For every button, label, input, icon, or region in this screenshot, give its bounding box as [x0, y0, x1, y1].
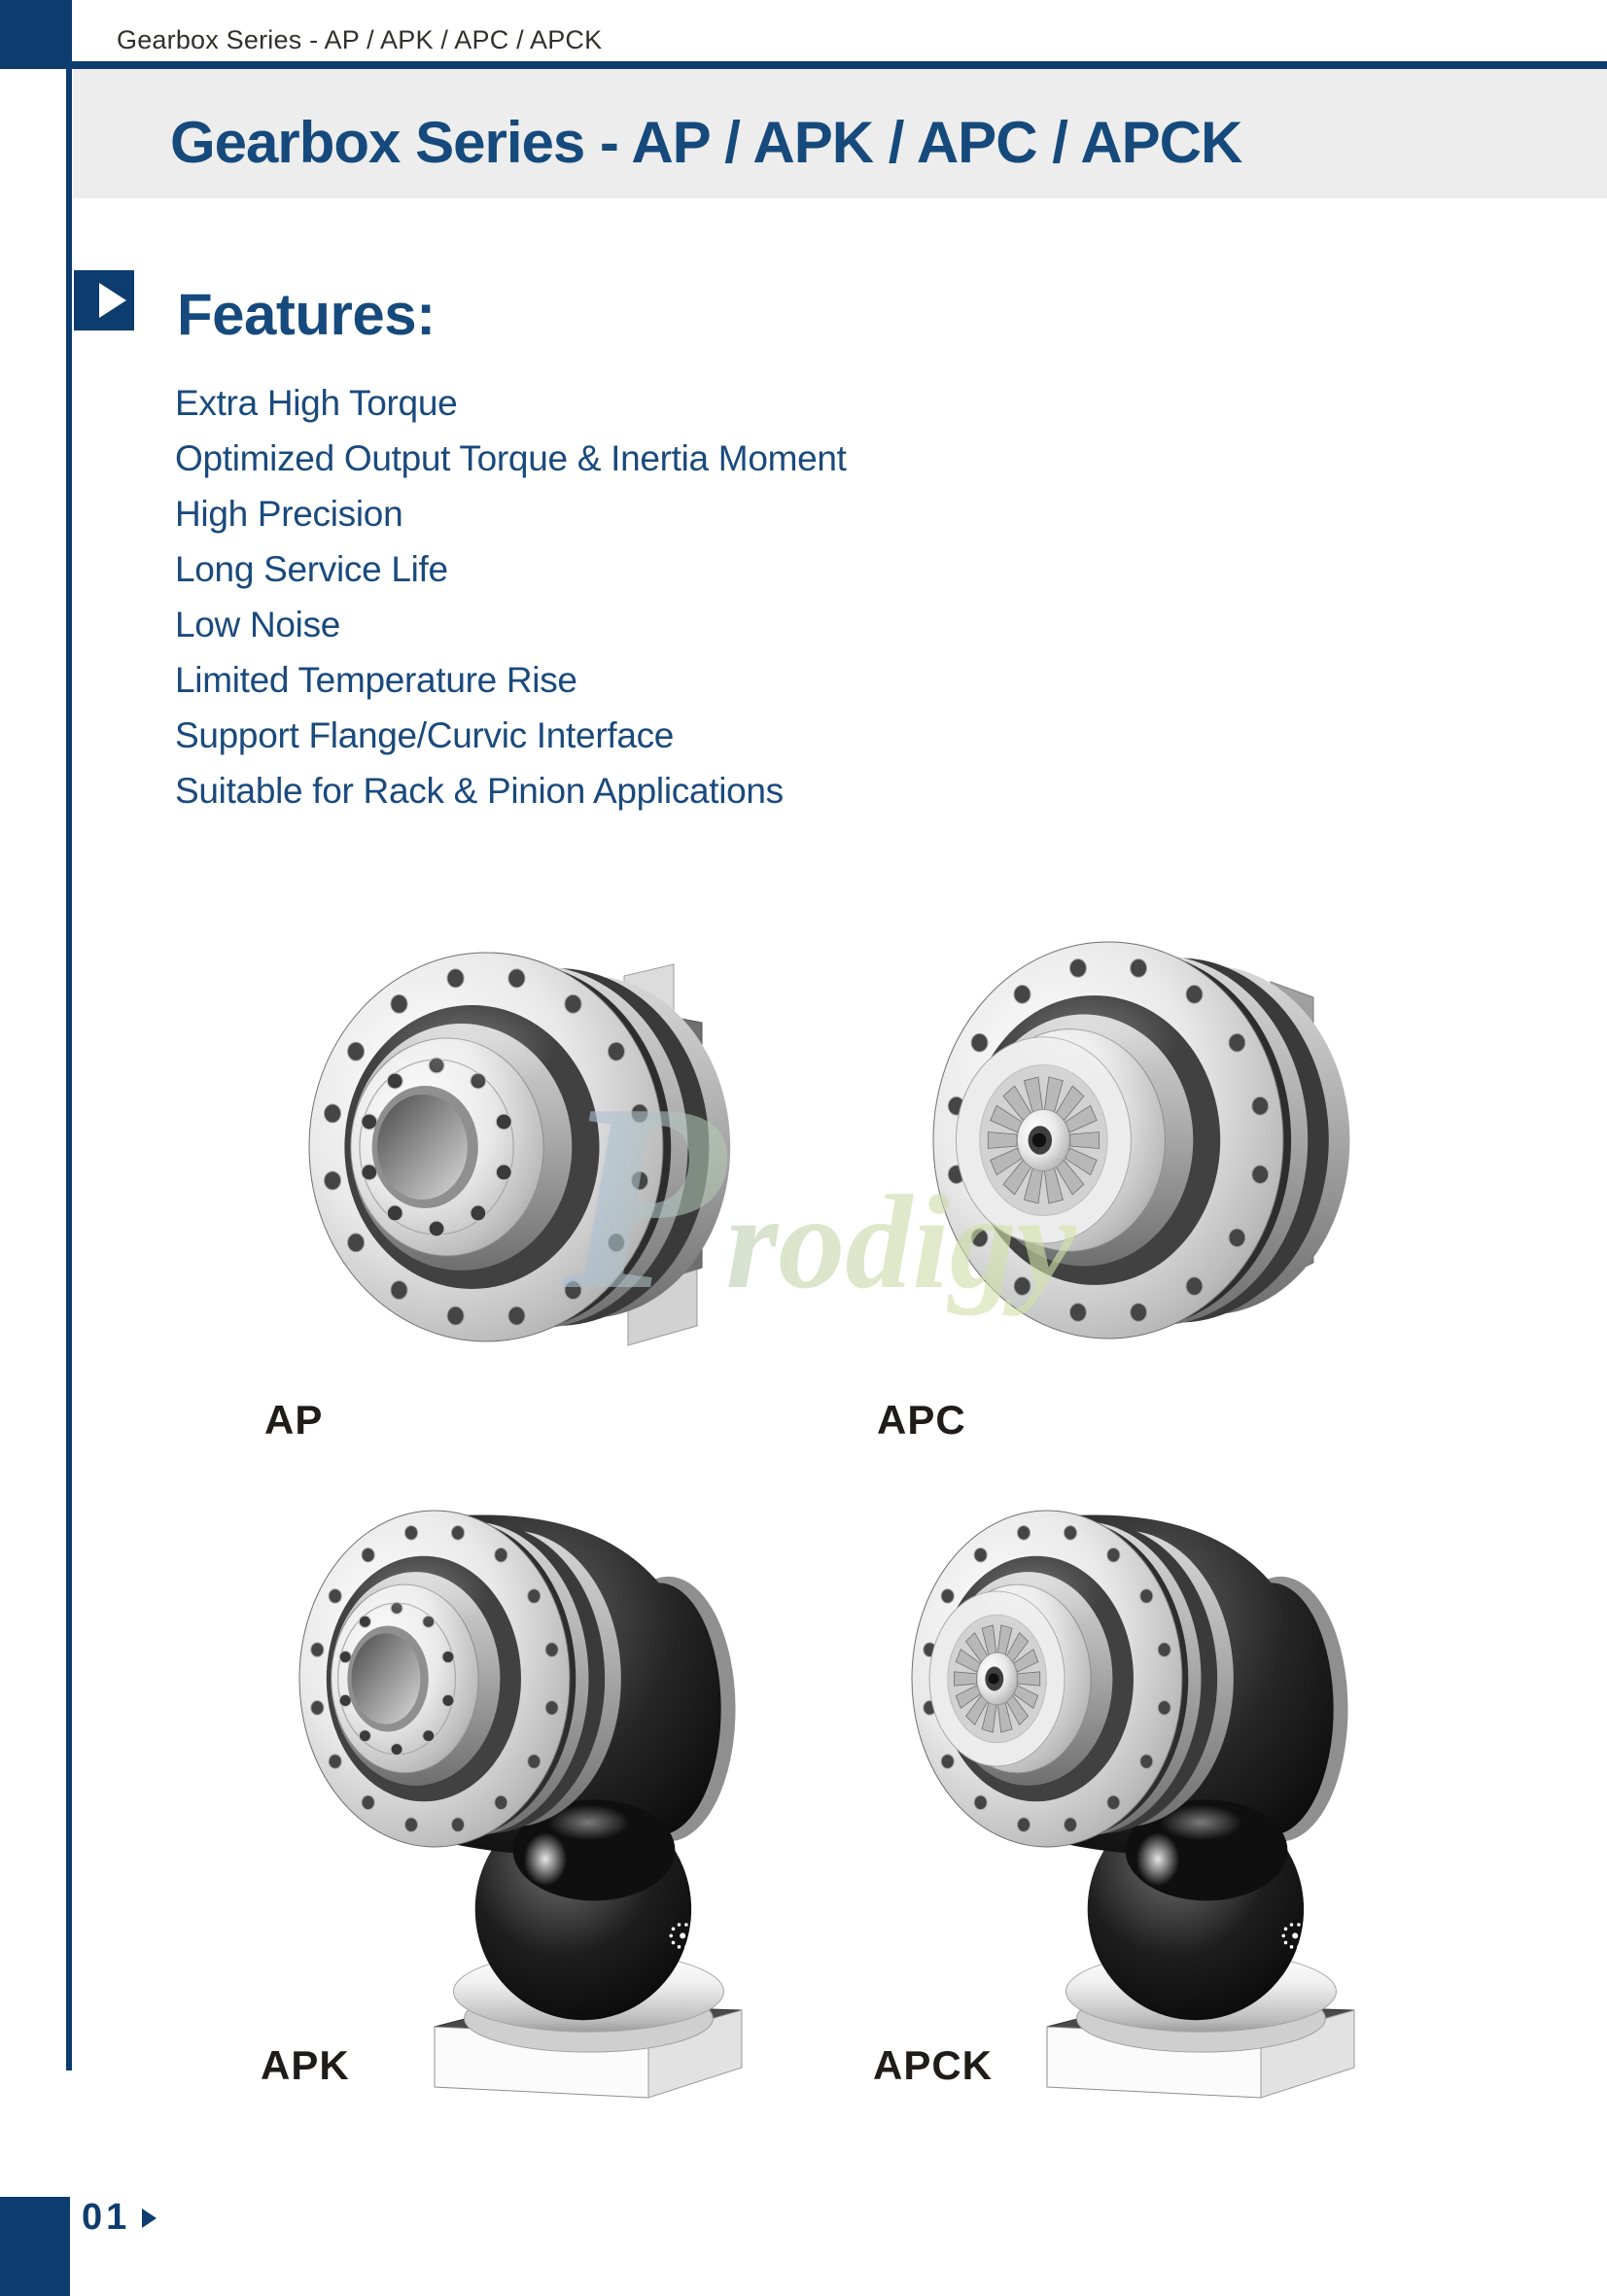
features-marker — [74, 270, 134, 330]
arrow-right-icon — [142, 2209, 157, 2228]
arrow-right-icon — [99, 283, 126, 318]
feature-item: Extra High Torque — [175, 383, 458, 423]
feature-item: Limited Temperature Rise — [175, 660, 577, 700]
product-label-apck: APCK — [873, 2042, 994, 2088]
page-title: Gearbox Series - AP / APK / APC / APCK — [170, 110, 1242, 175]
product-label-apc: APC — [877, 1397, 966, 1443]
apck-product-image — [911, 1510, 1355, 2099]
left-rule — [66, 69, 72, 2070]
feature-item: Suitable for Rack & Pinion Applications — [175, 771, 784, 811]
feature-item: Long Service Life — [175, 549, 448, 589]
page-number: 01 — [82, 2197, 131, 2238]
ap-product-image — [308, 952, 731, 1346]
apk-product-image — [298, 1510, 743, 2099]
top-left-corner-block — [0, 0, 72, 62]
product-label-ap: AP — [264, 1397, 324, 1443]
feature-item: High Precision — [175, 494, 403, 534]
features-heading: Features: — [177, 282, 436, 347]
top-rule — [0, 61, 1607, 69]
apc-product-image — [932, 941, 1350, 1339]
feature-item: Optimized Output Torque & Inertia Moment — [175, 438, 847, 478]
features-list: Extra High Torque Optimized Output Torqu… — [175, 375, 847, 818]
bottom-left-corner-block — [0, 2197, 70, 2296]
product-label-apk: APK — [261, 2042, 350, 2088]
breadcrumb: Gearbox Series - AP / APK / APC / APCK — [117, 25, 603, 54]
feature-item: Low Noise — [175, 605, 341, 644]
title-banner: Gearbox Series - AP / APK / APC / APCK — [73, 69, 1607, 198]
feature-item: Support Flange/Curvic Interface — [175, 715, 675, 755]
